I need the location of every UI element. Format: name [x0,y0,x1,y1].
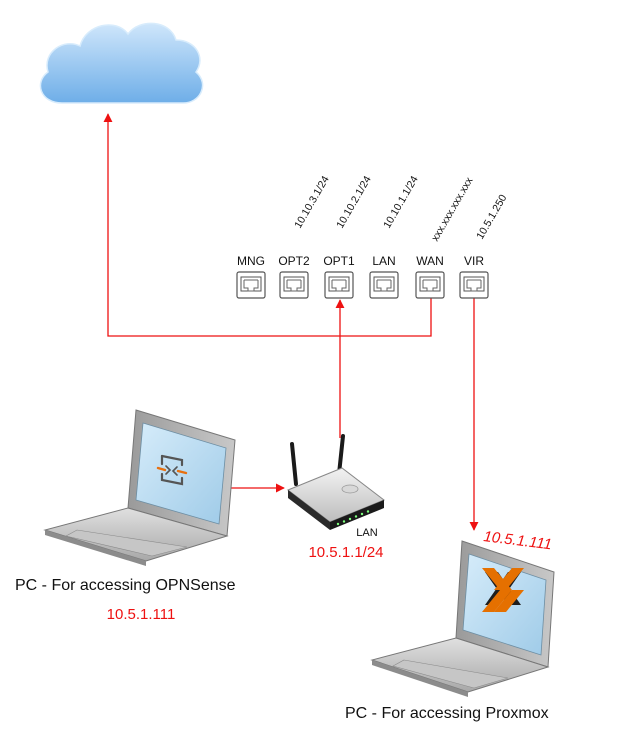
pc-proxmox-label: PC - For accessing Proxmox [345,705,549,722]
wifi-router-icon [287,434,385,530]
cloud-icon [39,22,204,104]
port-ip: xxx.xxx.xxx.xxx [429,175,476,244]
ethernet-port-icon [415,271,445,299]
ethernet-port-icon [459,271,489,299]
ethernet-port-icon [236,271,266,299]
laptop-icon [370,540,555,697]
port-lan: LAN 10.10.1.1/24 [369,174,421,299]
port-ip: 10.10.1.1/24 [381,174,421,231]
port-label: VIR [464,254,484,268]
port-label: OPT2 [278,254,310,268]
port-label: WAN [416,254,444,268]
port-label: MNG [237,254,265,268]
port-ip: 10.10.2.1/24 [334,174,374,231]
port-mng: MNG [236,254,266,299]
port-vir: VIR 10.5.1.250 [459,192,509,299]
pc-opnsense-ip: 10.5.1.111 [107,606,176,623]
ethernet-port-icon [369,271,399,299]
laptop-icon [43,409,236,566]
port-label: LAN [372,254,395,268]
pc-opnsense-label: PC - For accessing OPNSense [15,577,236,594]
port-label: OPT1 [323,254,355,268]
router-port-label: LAN [356,527,377,539]
port-opt2: OPT2 10.10.3.1/24 [278,174,332,299]
port-ip: 10.10.3.1/24 [292,174,332,231]
firewall-ports: MNG OPT2 10.10.3.1/24 OPT1 10.10.2.1/24 … [236,174,509,299]
port-ip: 10.5.1.250 [474,192,509,241]
opnsense-logo-icon [156,454,188,486]
router-ip: 10.5.1.1/24 [308,544,383,561]
link-wan-to-cloud [103,113,432,337]
ethernet-port-icon [324,271,354,299]
port-opt1: OPT1 10.10.2.1/24 [323,174,374,299]
proxmox-logo-icon [482,568,524,612]
pc-proxmox-screen-ip: 10.5.1.111 [483,528,553,553]
ethernet-port-icon [279,271,309,299]
